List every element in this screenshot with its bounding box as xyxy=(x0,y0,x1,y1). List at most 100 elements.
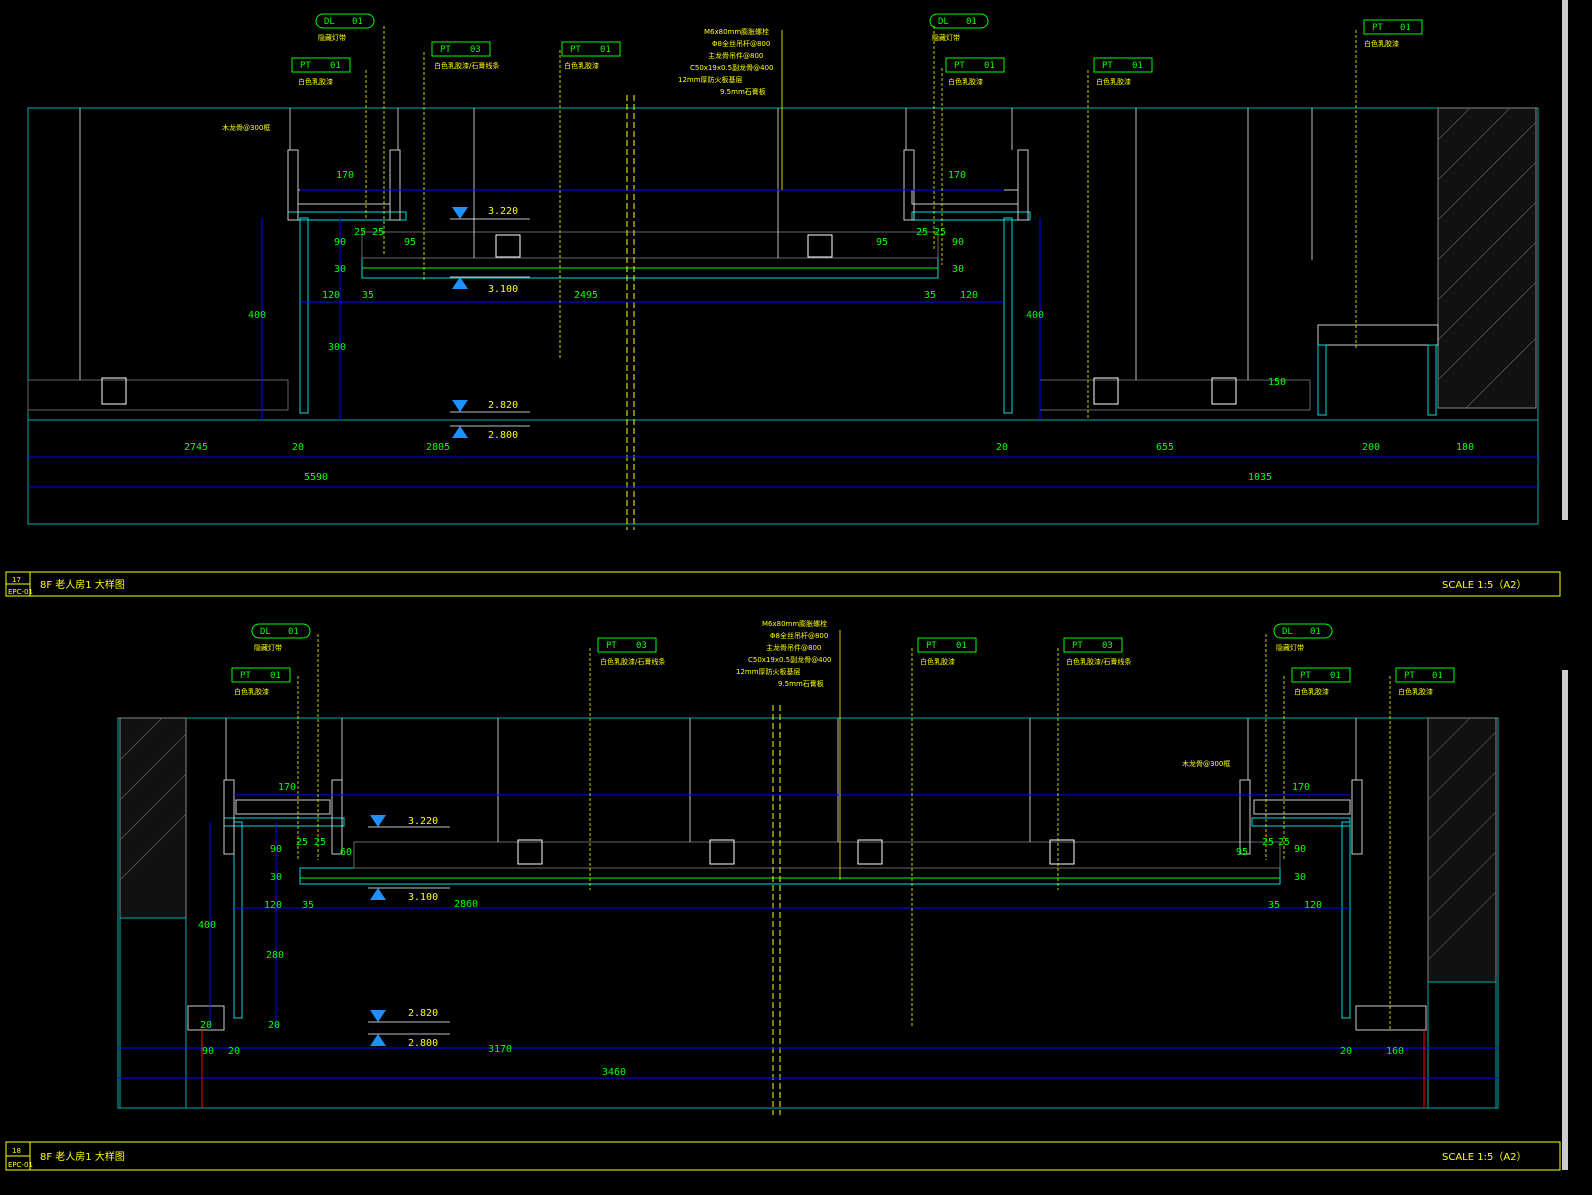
sheet-number: 18 xyxy=(12,1147,21,1155)
sheet-1-wall-hatch xyxy=(1437,107,1537,409)
dimension-label: 25 xyxy=(1278,837,1290,848)
svg-text:01: 01 xyxy=(270,671,281,681)
dimension-label: 90 xyxy=(952,237,964,248)
dimension-label: 3170 xyxy=(488,1044,512,1055)
svg-text:01: 01 xyxy=(1132,61,1143,71)
sheet-scale: SCALE 1:5（A2） xyxy=(1442,579,1527,591)
dimension-label: 30 xyxy=(952,264,964,275)
sheet-2-dimensions: 170 90 25 25 30 60 120 35 2860 35 120 17… xyxy=(198,782,1404,1078)
sheet-1-frame xyxy=(27,107,1539,525)
dimension-label: 400 xyxy=(1026,310,1044,321)
dimension-label: 35 xyxy=(1268,900,1280,911)
svg-text:木龙骨@300框: 木龙骨@300框 xyxy=(222,123,270,132)
svg-text:01: 01 xyxy=(352,17,363,27)
dimension-label: 180 xyxy=(1456,442,1474,453)
dimension-label: 2860 xyxy=(454,899,478,910)
sheet-2-frame xyxy=(117,717,1499,1109)
svg-text:白色乳胶漆: 白色乳胶漆 xyxy=(1364,39,1399,48)
svg-text:9.5mm石膏板: 9.5mm石膏板 xyxy=(720,87,766,96)
level-label: 2.820 xyxy=(408,1008,438,1019)
dimension-label: 90 xyxy=(1294,844,1306,855)
svg-text:PT: PT xyxy=(1072,641,1083,651)
svg-text:PT: PT xyxy=(1372,23,1383,33)
level-label: 3.220 xyxy=(488,206,518,217)
svg-text:M6x80mm膨胀螺栓: M6x80mm膨胀螺栓 xyxy=(762,619,827,628)
dimension-label: 95 xyxy=(876,237,888,248)
dimension-label: 200 xyxy=(1362,442,1380,453)
dimension-label: 5590 xyxy=(304,472,328,483)
svg-text:01: 01 xyxy=(956,641,967,651)
dimension-label: 170 xyxy=(278,782,296,793)
sheet-2-spec-notes: M6x80mm膨胀螺栓 Φ8全丝吊杆@800 主龙骨吊件@800 C50x19x… xyxy=(736,619,1230,768)
svg-text:12mm厚防火板基层: 12mm厚防火板基层 xyxy=(736,667,801,676)
dimension-label: 30 xyxy=(270,872,282,883)
dimension-label: 160 xyxy=(1386,1046,1404,1057)
dimension-label: 90 xyxy=(270,844,282,855)
dimension-label: 20 xyxy=(292,442,304,453)
sheet-code: EPC-01 xyxy=(8,1161,33,1169)
sheet-1-hatch-lines xyxy=(1437,107,1537,409)
svg-text:DL: DL xyxy=(1282,627,1293,637)
svg-text:01: 01 xyxy=(1330,671,1341,681)
svg-text:白色乳胶漆/石膏线条: 白色乳胶漆/石膏线条 xyxy=(1066,657,1131,666)
dimension-label: 95 xyxy=(1236,847,1248,858)
dimension-label: 20 xyxy=(1340,1046,1352,1057)
sheet-number: 17 xyxy=(12,576,21,584)
sheet-2-levels: 3.220 3.100 2.820 2.800 xyxy=(408,816,438,1049)
svg-text:Φ8全丝吊杆@800: Φ8全丝吊杆@800 xyxy=(712,39,770,48)
dimension-label: 25 xyxy=(296,837,308,848)
dimension-label: 90 xyxy=(334,237,346,248)
level-label: 3.100 xyxy=(408,892,438,903)
svg-text:01: 01 xyxy=(966,17,977,27)
svg-text:C50x19x0.5副龙骨@400: C50x19x0.5副龙骨@400 xyxy=(748,655,831,664)
level-label: 2.800 xyxy=(488,430,518,441)
dimension-label: 2745 xyxy=(184,442,208,453)
dimension-label: 655 xyxy=(1156,442,1174,453)
svg-text:DL: DL xyxy=(260,627,271,637)
svg-text:白色乳胶漆/石膏线条: 白色乳胶漆/石膏线条 xyxy=(434,61,499,70)
svg-text:01: 01 xyxy=(1432,671,1443,681)
svg-text:白色乳胶漆/石膏线条: 白色乳胶漆/石膏线条 xyxy=(600,657,665,666)
sheet-code: EPC-01 xyxy=(8,588,33,596)
scrollbar-top[interactable] xyxy=(1562,0,1568,520)
dimension-label: 170 xyxy=(336,170,354,181)
svg-text:01: 01 xyxy=(1400,23,1411,33)
svg-text:白色乳胶漆: 白色乳胶漆 xyxy=(564,61,599,70)
sheet-2-title-bar: 18 EPC-01 8F 老人房1 大样图 SCALE 1:5（A2） xyxy=(5,1141,1561,1171)
dimension-label: 35 xyxy=(924,290,936,301)
dimension-label: 90 xyxy=(202,1046,214,1057)
dimension-label: 120 xyxy=(960,290,978,301)
svg-text:白色乳胶漆: 白色乳胶漆 xyxy=(234,687,269,696)
svg-text:PT: PT xyxy=(240,671,251,681)
svg-text:PT: PT xyxy=(1404,671,1415,681)
svg-text:PT: PT xyxy=(606,641,617,651)
svg-text:01: 01 xyxy=(1310,627,1321,637)
sheet-title: 8F 老人房1 大样图 xyxy=(40,1150,125,1163)
svg-text:PT: PT xyxy=(300,61,311,71)
dimension-label: 120 xyxy=(1304,900,1322,911)
dimension-label: 120 xyxy=(322,290,340,301)
svg-text:主龙骨吊件@800: 主龙骨吊件@800 xyxy=(766,643,821,652)
dimension-label: 25 xyxy=(354,227,366,238)
dimension-label: 20 xyxy=(200,1020,212,1031)
svg-text:主龙骨吊件@800: 主龙骨吊件@800 xyxy=(708,51,763,60)
dimension-label: 150 xyxy=(1268,377,1286,388)
scrollbar-bottom[interactable] xyxy=(1562,670,1568,1170)
dimension-label: 25 xyxy=(934,227,946,238)
dimension-label: 300 xyxy=(328,342,346,353)
svg-text:白色乳胶漆: 白色乳胶漆 xyxy=(920,657,955,666)
material-tag: PT 01 白色乳胶漆 xyxy=(231,667,291,696)
